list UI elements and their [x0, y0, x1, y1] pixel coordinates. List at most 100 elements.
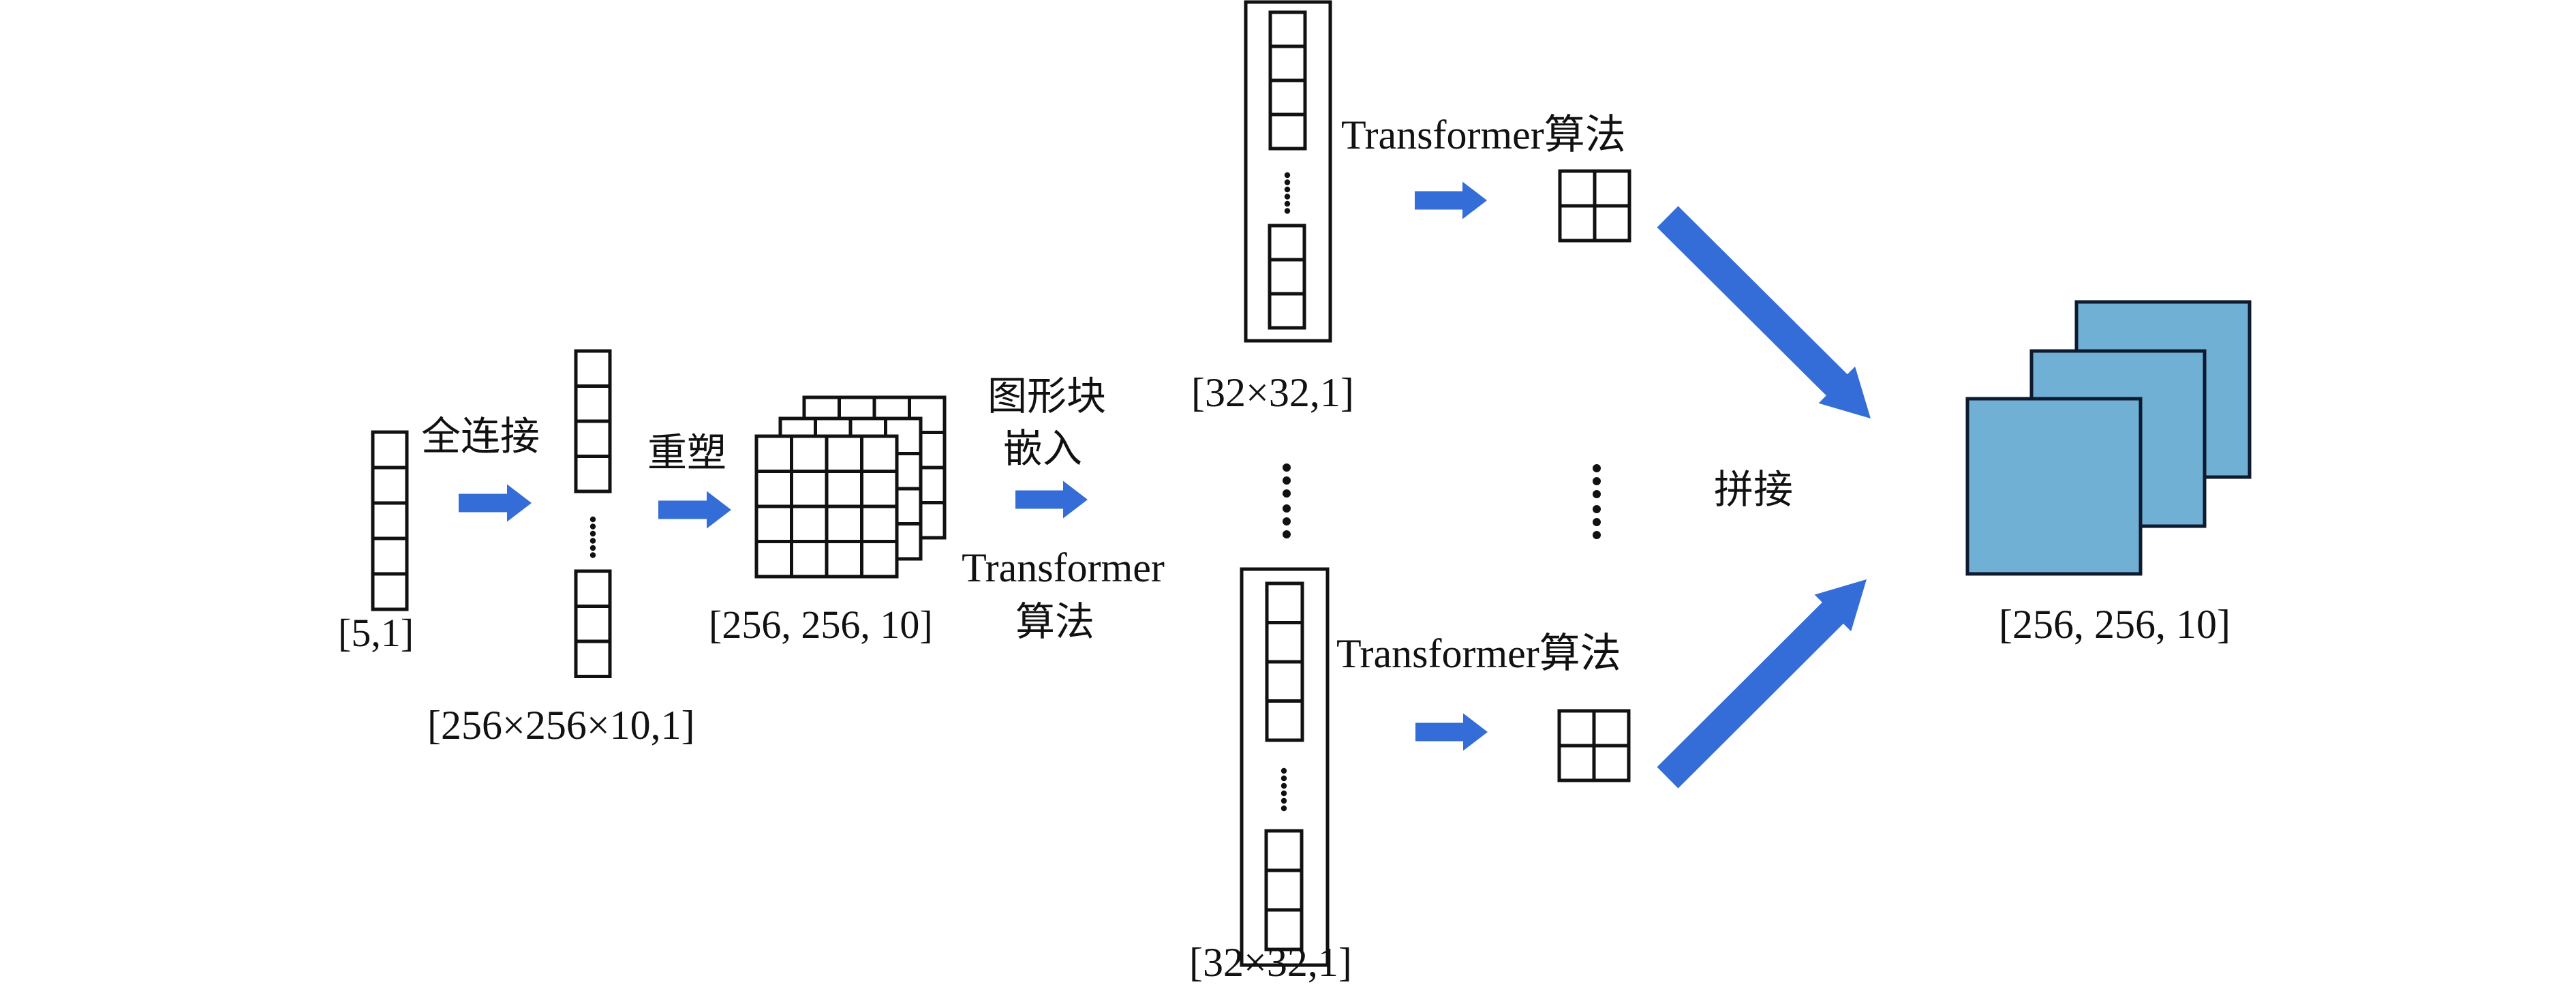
branch-ellipsis-dot [1283, 463, 1291, 472]
transformer-top-output-cell [1593, 204, 1631, 243]
patch-bottom-ellipsis-dot [1281, 782, 1287, 789]
transformer-top-label: Transformer算法 [1341, 112, 1626, 157]
patch-bottom-ellipsis-dot [1281, 790, 1287, 797]
fc-vector-bottom-cell [574, 605, 612, 643]
fc-vector-ellipsis-dot [589, 523, 596, 530]
branch-ellipsis-dot [1283, 517, 1291, 525]
transformer-bottom-label: Transformer算法 [1336, 631, 1621, 676]
fc-vector-ellipsis-dot [589, 538, 596, 544]
patch-bottom-ellipsis-dot [1281, 775, 1287, 782]
fc-vector-top-cell [574, 455, 612, 493]
fc-vector-top-cell [574, 384, 612, 423]
fc-vector-bottom-cell [574, 569, 612, 608]
concat-top-arrow-icon [1657, 206, 1871, 418]
patch-top-ellipsis-dot [1284, 194, 1291, 200]
transformer-left-label-line1: Transformer [962, 545, 1165, 590]
input-vector-cell [371, 536, 409, 576]
transformer-bottom-output-cell [1592, 744, 1631, 782]
reshaped-grid-layer3-cell [754, 434, 793, 473]
reshaped-grid-layer3-cell [790, 470, 829, 508]
patch-embedding-arrow-icon [1015, 481, 1088, 519]
fully-connected-label: 全连接 [421, 414, 540, 459]
reshaped-grid-layer3-cell [754, 504, 793, 543]
branch-ellipsis-dot [1593, 518, 1601, 526]
output-layer-3 [1965, 397, 2143, 576]
patch-top-lower-cell [1268, 292, 1306, 330]
patch-top-lower-cell [1268, 258, 1306, 296]
reshaped-grid-layer3-cell [825, 470, 863, 508]
fc-vector-top-cell [574, 349, 612, 388]
patch-top-upper-cell [1268, 10, 1307, 48]
branch-ellipsis-dot [1283, 476, 1291, 485]
reshaped-grid-layer3-cell [825, 434, 863, 473]
reshape-arrow-icon [658, 491, 731, 529]
reshaped-grid-layer3-cell [754, 470, 793, 508]
patch-bottom-lower-cell [1264, 868, 1304, 912]
input-vector-label: [5,1] [338, 611, 414, 655]
fc-vector-label: [256×256×10,1] [427, 703, 695, 748]
output-volume-label: [256, 256, 10] [1999, 602, 2230, 647]
patch-top-upper-cell [1268, 44, 1307, 82]
fc-vector-bottom-cell [574, 639, 612, 678]
branch-ellipsis-dot [1283, 489, 1291, 498]
reshaped-grid-layer3-cell [790, 434, 829, 473]
fc-vector-ellipsis-dot [589, 552, 596, 558]
patch-top-ellipsis-dot [1284, 208, 1291, 214]
branch-ellipsis-dot [1283, 504, 1291, 513]
transformer-top-output-cell [1593, 169, 1631, 208]
concat-bottom-arrow-icon [1657, 579, 1867, 789]
reshaped-grid-layer3-cell [825, 504, 863, 543]
fc-vector-ellipsis-dot [589, 516, 596, 523]
input-vector-cell [371, 501, 409, 540]
patch-top-ellipsis-dot [1284, 179, 1291, 185]
fc-vector-ellipsis-dot [589, 530, 596, 537]
patch-top-label: [32×32,1] [1191, 370, 1354, 415]
concat-label: 拼接 [1714, 468, 1794, 512]
branch-ellipsis-dot [1593, 505, 1601, 513]
patch-bottom-upper-cell [1265, 660, 1304, 703]
input-vector-cell [371, 572, 409, 611]
fc-vector-top-cell [574, 419, 612, 458]
patch-embedding-label-line2: 嵌入 [1002, 427, 1083, 471]
transformer-bottom-output-cell [1557, 709, 1596, 748]
patch-bottom-label: [32×32,1] [1189, 940, 1352, 985]
transformer-top-arrow-icon [1415, 181, 1487, 219]
reshaped-grid-layer3-cell [790, 504, 829, 543]
patch-bottom-lower-cell [1264, 829, 1304, 872]
fully-connected-arrow-icon [459, 484, 532, 522]
patch-bottom-lower-cell [1264, 908, 1304, 951]
patch-top-lower-cell [1268, 224, 1306, 262]
reshaped-grid-layer3-cell [860, 540, 899, 579]
branch-ellipsis-dot [1593, 490, 1601, 498]
patch-bottom-ellipsis-dot [1281, 797, 1287, 804]
branch-ellipsis-dot [1593, 477, 1601, 485]
reshaped-grid-layer3-cell [790, 540, 829, 579]
transformer-bottom-output-cell [1592, 709, 1631, 748]
branch-ellipsis-dot [1283, 530, 1291, 538]
reshaped-grid-layer3-cell [860, 504, 899, 543]
patch-bottom-ellipsis-dot [1281, 767, 1287, 774]
branch-ellipsis-dot [1593, 464, 1601, 472]
patch-top-upper-cell [1268, 78, 1307, 117]
patch-top-ellipsis-dot [1284, 200, 1291, 207]
patch-top-ellipsis-dot [1284, 186, 1291, 193]
transformer-top-output-cell [1558, 204, 1597, 243]
reshape-label: 重塑 [647, 431, 727, 475]
reshaped-grid-layer3-cell [860, 434, 899, 473]
transformer-left-label-line2: 算法 [1015, 600, 1095, 644]
patch-bottom-upper-cell [1265, 621, 1304, 664]
reshaped-grid-layer3-cell [754, 540, 793, 579]
branch-ellipsis-dot [1593, 531, 1601, 539]
input-vector-cell [371, 430, 409, 470]
reshaped-grid-layer3-cell [825, 540, 863, 579]
patch-top-ellipsis-dot [1284, 172, 1291, 179]
reshaped-volume-label: [256, 256, 10] [709, 603, 933, 647]
transformer-top-output-cell [1558, 169, 1597, 208]
patch-bottom-upper-cell [1265, 699, 1304, 742]
transformer-bottom-output-cell [1557, 744, 1596, 782]
patch-top-upper-cell [1268, 112, 1307, 151]
transformer-bottom-arrow-icon [1415, 713, 1488, 751]
fc-vector-ellipsis-dot [589, 545, 596, 551]
input-vector-cell [371, 466, 409, 505]
